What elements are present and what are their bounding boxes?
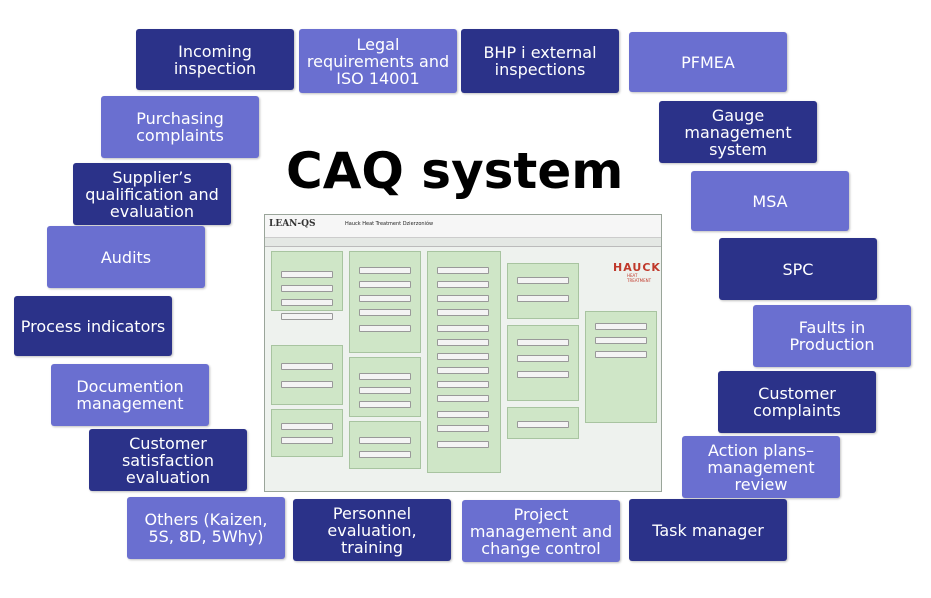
box-satisfaction: Customer satisfaction evaluation — [89, 429, 247, 491]
box-legal: Legal requirements and ISO 14001 — [299, 29, 457, 93]
box-project: Project management and change control — [462, 500, 620, 562]
screenshot-tabs — [265, 238, 661, 247]
screenshot-header: LEAN-QS Hauck Heat Treatment Dzierzoniów — [265, 215, 661, 238]
diagram-title: CAQ system — [286, 142, 624, 200]
screenshot-panel — [271, 409, 343, 457]
box-msa: MSA — [691, 171, 849, 231]
screenshot-panel — [349, 421, 421, 469]
screenshot-button — [281, 285, 333, 292]
box-spc: SPC — [719, 238, 877, 300]
screenshot-button — [437, 267, 489, 274]
caq-screenshot: LEAN-QS Hauck Heat Treatment Dzierzoniów… — [264, 214, 662, 492]
screenshot-button — [437, 367, 489, 374]
screenshot-button — [281, 299, 333, 306]
screenshot-button — [437, 339, 489, 346]
screenshot-button — [437, 325, 489, 332]
screenshot-button — [359, 325, 411, 332]
box-purchasing: Purchasing complaints — [101, 96, 259, 158]
screenshot-button — [595, 323, 647, 330]
screenshot-button — [359, 387, 411, 394]
box-bhp: BHP i external inspections — [461, 29, 619, 93]
screenshot-button — [517, 339, 569, 346]
box-customer-complaints: Customer complaints — [718, 371, 876, 433]
screenshot-button — [437, 353, 489, 360]
screenshot-button — [359, 267, 411, 274]
screenshot-app-name: LEAN-QS — [269, 219, 316, 229]
screenshot-button — [359, 281, 411, 288]
screenshot-button — [517, 277, 569, 284]
screenshot-button — [437, 411, 489, 418]
box-faults: Faults in Production — [753, 305, 911, 367]
screenshot-button — [359, 437, 411, 444]
screenshot-panel — [507, 325, 579, 401]
screenshot-button — [281, 423, 333, 430]
screenshot-button — [359, 309, 411, 316]
screenshot-company: Hauck Heat Treatment Dzierzoniów — [345, 221, 434, 227]
screenshot-button — [437, 381, 489, 388]
screenshot-button — [359, 295, 411, 302]
screenshot-brand: HAUCK — [613, 261, 661, 274]
screenshot-button — [437, 425, 489, 432]
box-documention: Documention management — [51, 364, 209, 426]
screenshot-button — [437, 309, 489, 316]
box-task: Task manager — [629, 499, 787, 561]
screenshot-button — [437, 441, 489, 448]
box-action: Action plans– management review — [682, 436, 840, 498]
screenshot-button — [595, 337, 647, 344]
screenshot-button — [281, 437, 333, 444]
screenshot-button — [281, 271, 333, 278]
screenshot-button — [517, 295, 569, 302]
screenshot-button — [517, 371, 569, 378]
screenshot-panel — [427, 251, 501, 473]
screenshot-button — [359, 373, 411, 380]
box-pfmea: PFMEA — [629, 32, 787, 92]
screenshot-button — [437, 395, 489, 402]
screenshot-button — [517, 355, 569, 362]
screenshot-button — [281, 381, 333, 388]
screenshot-button — [359, 451, 411, 458]
screenshot-button — [517, 421, 569, 428]
screenshot-panel — [507, 263, 579, 319]
screenshot-button — [437, 295, 489, 302]
box-supplier: Supplier’s qualification and evaluation — [73, 163, 231, 225]
box-process: Process indicators — [14, 296, 172, 356]
screenshot-button — [359, 401, 411, 408]
box-personnel: Personnel evaluation, training — [293, 499, 451, 561]
screenshot-button — [281, 313, 333, 320]
box-incoming: Incoming inspection — [136, 29, 294, 90]
screenshot-brand-sub: HEAT TREATMENT — [627, 273, 652, 283]
box-gauge: Gauge management system — [659, 101, 817, 163]
screenshot-panel — [271, 345, 343, 405]
screenshot-button — [281, 363, 333, 370]
screenshot-button — [595, 351, 647, 358]
screenshot-button — [437, 281, 489, 288]
box-others: Others (Kaizen, 5S, 8D, 5Why) — [127, 497, 285, 559]
box-audits: Audits — [47, 226, 205, 288]
